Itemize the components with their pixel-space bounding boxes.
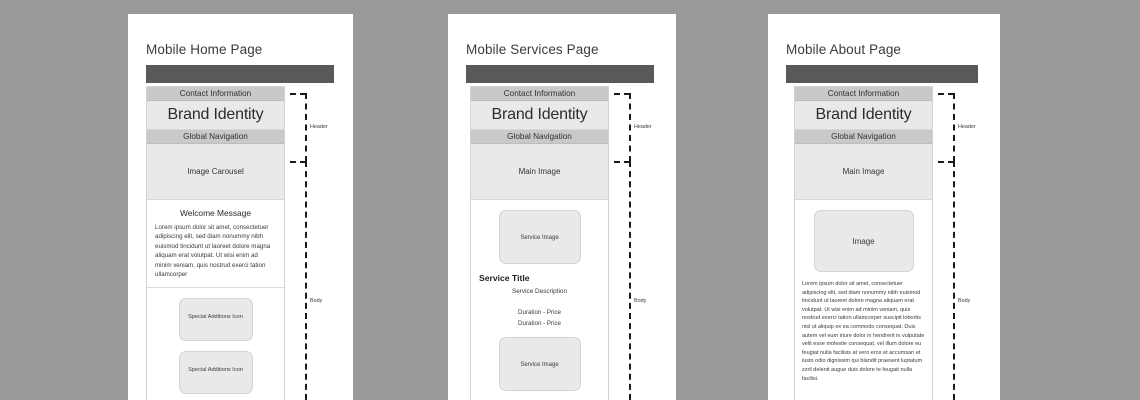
bracket-header-line [629, 93, 631, 162]
contact-information-band[interactable]: Contact Information [471, 87, 608, 101]
bracket-label-header: Header [310, 124, 328, 130]
image-carousel-block[interactable]: Image Carousel [147, 144, 284, 200]
service-image-box[interactable]: Service Image [498, 337, 581, 391]
main-image-block[interactable]: Main Image [471, 144, 608, 200]
bracket-mid-tick [290, 161, 306, 163]
main-image-block[interactable]: Main Image [795, 144, 932, 200]
panel-mobile-about-page[interactable]: Mobile About Page Contact Information Br… [768, 14, 1000, 400]
image-placeholder-box[interactable]: Image [813, 210, 914, 272]
global-navigation-band[interactable]: Global Navigation [471, 130, 608, 144]
wireframe-card: Contact Information Brand Identity Globa… [146, 86, 285, 400]
body-zone: Welcome Message Lorem ipsum dolor sit am… [147, 208, 284, 395]
brand-identity-block: Brand Identity [147, 101, 284, 130]
bracket-top-tick [614, 93, 630, 95]
page-title: Mobile Home Page [146, 42, 263, 57]
brand-identity-block: Brand Identity [471, 101, 608, 130]
panel-mobile-home-page[interactable]: Mobile Home Page Contact Information Bra… [128, 14, 353, 400]
bracket-top-tick [290, 93, 306, 95]
bracket-header-line [953, 93, 955, 162]
bracket-top-tick [938, 93, 954, 95]
bracket-header-line [305, 93, 307, 162]
bracket-body-line [305, 161, 307, 400]
bracket-label-body: Body [958, 298, 971, 304]
contact-information-band[interactable]: Contact Information [147, 87, 284, 101]
panel-mobile-services-page[interactable]: Mobile Services Page Contact Information… [448, 14, 676, 400]
page-title: Mobile Services Page [466, 42, 599, 57]
title-bar [786, 65, 978, 83]
bracket-label-header: Header [958, 124, 976, 130]
service-description: Service Description [511, 288, 568, 295]
special-additions-icon-box[interactable]: Special Additions Icon [178, 298, 253, 342]
body-zone: Service Image Service Title Service Desc… [471, 210, 608, 391]
wireframe-card: Contact Information Brand Identity Globa… [470, 86, 609, 400]
service-title: Service Title [479, 273, 530, 283]
bracket-label-header: Header [634, 124, 652, 130]
bracket-body-line [953, 161, 955, 400]
global-navigation-band[interactable]: Global Navigation [147, 130, 284, 144]
title-bar [146, 65, 334, 83]
bracket-label-body: Body [310, 298, 323, 304]
special-additions-icon-box[interactable]: Special Additions Icon [178, 351, 253, 395]
bracket-mid-tick [614, 161, 630, 163]
welcome-message-heading: Welcome Message [179, 208, 252, 218]
service-duration-price: Duration - Price [518, 309, 561, 316]
service-duration-price: Duration - Price [518, 320, 561, 327]
brand-identity-block: Brand Identity [795, 101, 932, 130]
section-divider [147, 287, 284, 289]
welcome-message-paragraph: Lorem ipsum dolor sit amet, consectetuer… [155, 224, 271, 279]
body-zone: Image Lorem ipsum dolor sit amet, consec… [795, 210, 932, 383]
bracket-body-line [629, 161, 631, 400]
contact-information-band[interactable]: Contact Information [795, 87, 932, 101]
global-navigation-band[interactable]: Global Navigation [795, 130, 932, 144]
wireframe-card: Contact Information Brand Identity Globa… [794, 86, 933, 400]
bracket-label-body: Body [634, 298, 647, 304]
title-bar [466, 65, 654, 83]
bracket-mid-tick [938, 161, 954, 163]
about-paragraph: Lorem ipsum dolor sit amet, consectetuer… [802, 281, 925, 382]
page-title: Mobile About Page [786, 42, 902, 57]
service-image-box[interactable]: Service Image [498, 210, 581, 264]
